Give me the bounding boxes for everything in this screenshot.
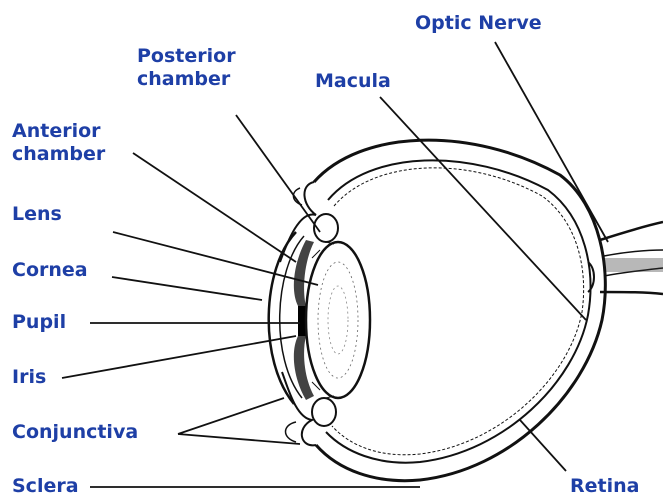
macula-text: Macula xyxy=(315,70,391,93)
label-pupil: Pupil xyxy=(12,311,66,334)
leader-macula xyxy=(380,97,586,320)
posterior-chamber-line-1: Posterior xyxy=(137,45,236,68)
leader-optic-nerve xyxy=(495,42,608,242)
leader-retina xyxy=(520,420,566,471)
posterior-chamber-line-2: chamber xyxy=(137,68,236,91)
conjunctiva-text: Conjunctiva xyxy=(12,421,138,444)
sclera-text: Sclera xyxy=(12,475,79,498)
anterior-chamber-line-1: Anterior xyxy=(12,120,105,143)
leader-anterior-chamber xyxy=(133,153,296,262)
anterior-chamber-line-2: chamber xyxy=(12,143,105,166)
cornea-text: Cornea xyxy=(12,259,88,282)
leader-iris xyxy=(62,336,296,378)
label-iris: Iris xyxy=(12,366,46,389)
label-lens: Lens xyxy=(12,203,62,226)
label-anterior-chamber: Anterior chamber xyxy=(12,120,105,166)
retina-text: Retina xyxy=(570,475,639,498)
optic-nerve-text: Optic Nerve xyxy=(415,12,542,35)
label-optic-nerve: Optic Nerve xyxy=(415,12,542,35)
leader-cornea xyxy=(112,277,262,300)
label-cornea: Cornea xyxy=(12,259,88,282)
leader-conjunctiva-lower xyxy=(178,434,300,444)
label-macula: Macula xyxy=(315,70,391,93)
leader-lens xyxy=(113,232,318,285)
leader-posterior-chamber xyxy=(236,115,320,232)
label-retina: Retina xyxy=(570,475,639,498)
lens-text: Lens xyxy=(12,203,62,226)
iris-text: Iris xyxy=(12,366,46,389)
label-sclera: Sclera xyxy=(12,475,79,498)
label-conjunctiva: Conjunctiva xyxy=(12,421,138,444)
pupil-text: Pupil xyxy=(12,311,66,334)
label-posterior-chamber: Posterior chamber xyxy=(137,45,236,91)
leader-conjunctiva-upper xyxy=(178,398,284,434)
